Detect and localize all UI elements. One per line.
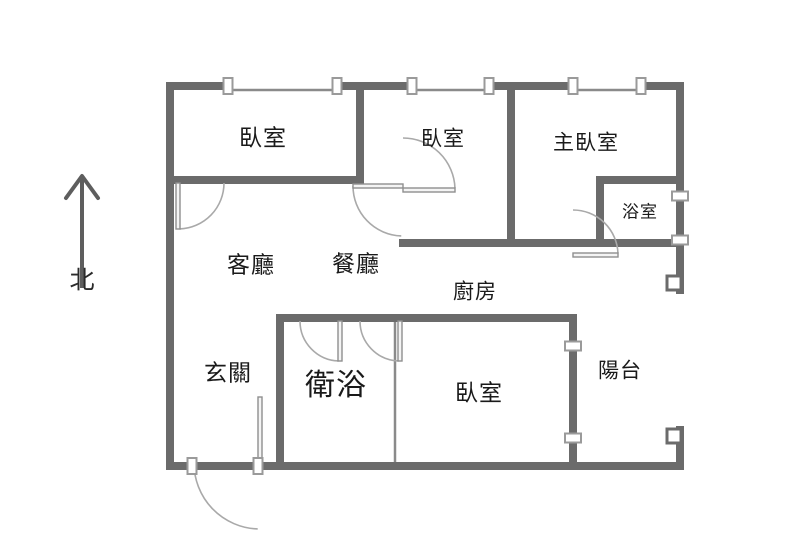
room-label-dining-room: 餐廳: [332, 251, 380, 278]
window-layer: [186, 77, 689, 475]
door-bedroom-n-leaf: [352, 183, 404, 189]
door-layer: [175, 137, 619, 530]
door-bedroom-s-leaf: [397, 320, 403, 362]
room-label-bedroom-north: 臥室: [421, 126, 465, 151]
room-label-living-room: 客廳: [227, 252, 275, 279]
door-bathroom: [299, 320, 343, 362]
door-bedroom-nw-arc: [179, 182, 225, 230]
door-bedroom-s-arc: [359, 320, 399, 362]
room-label-balcony: 陽台: [598, 358, 642, 383]
window-top-f: [635, 77, 647, 95]
door-bedroom-n: [352, 183, 404, 237]
door-bedroom-nw: [175, 182, 225, 230]
compass-north-label: 北: [69, 265, 95, 295]
door-kitchen-arc: [572, 209, 619, 254]
door-bedroom-n-arc: [352, 185, 402, 237]
window-top-c: [406, 77, 418, 95]
door-kitchen: [572, 209, 619, 258]
door-bathroom-arc: [299, 320, 339, 362]
corner-marker-layer: [665, 274, 683, 445]
door-dining-leaf: [402, 187, 456, 193]
door-entry-arc: [193, 462, 258, 530]
window-bath-top: [671, 190, 689, 202]
door-kitchen-leaf: [572, 252, 619, 258]
window-balcony-top: [564, 340, 582, 352]
north-arrow-icon: [64, 174, 100, 288]
room-label-kitchen: 廚房: [453, 279, 497, 304]
window-top-a: [222, 77, 234, 95]
room-label-bedroom-south: 臥室: [455, 380, 503, 407]
window-entry-right: [252, 457, 264, 475]
room-label-master-bedroom: 主臥室: [553, 130, 619, 155]
door-dining-arc: [402, 137, 456, 189]
room-label-bathroom-main: 衛浴: [305, 368, 367, 403]
corner-marker-right-mid: [665, 274, 683, 292]
window-balcony-bottom: [564, 432, 582, 444]
door-bedroom-s: [359, 320, 403, 362]
door-dining: [402, 137, 456, 193]
room-label-foyer-entrance: 玄關: [204, 360, 252, 387]
window-top-d: [483, 77, 495, 95]
door-bedroom-nw-leaf: [175, 182, 181, 230]
window-top-e: [567, 77, 579, 95]
window-top-b: [331, 77, 343, 95]
corner-marker-right-low: [665, 427, 683, 445]
door-bathroom-leaf: [337, 320, 343, 362]
door-entry-leaf: [257, 396, 263, 464]
window-bath-bottom: [671, 234, 689, 246]
window-entry-left: [186, 457, 198, 475]
room-label-bedroom-northwest: 臥室: [239, 125, 287, 152]
room-label-bathroom-ensuite: 浴室: [622, 202, 658, 223]
